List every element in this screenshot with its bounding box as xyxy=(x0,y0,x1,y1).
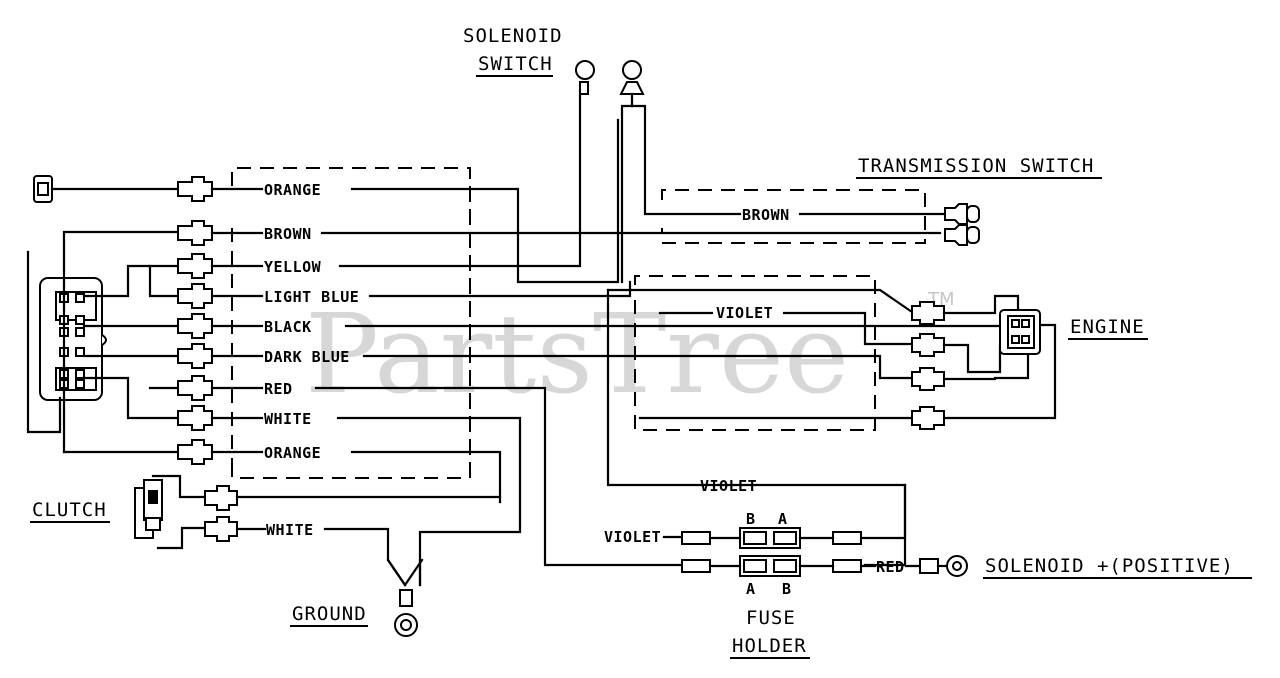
clutch-switch xyxy=(134,479,163,539)
engine-title: ENGINE xyxy=(1070,316,1145,338)
transmission-switch-title: TRANSMISSION SWITCH xyxy=(858,155,1094,177)
ground-terminal xyxy=(386,558,424,637)
wire-dark-blue: DARK BLUE xyxy=(264,348,350,366)
wire-white: WHITE xyxy=(264,410,312,428)
accessory-connector xyxy=(33,175,53,203)
fuse-bot-a: A xyxy=(746,580,756,598)
wire-orange-bottom: ORANGE xyxy=(264,444,321,462)
clutch-title: CLUTCH xyxy=(32,499,107,521)
watermark: PartsTree xyxy=(305,290,849,418)
solenoid-positive-terminal xyxy=(919,555,968,577)
ground-title: GROUND xyxy=(292,603,367,625)
solenoid-switch xyxy=(575,60,645,95)
violet-fuse-top-label: VIOLET xyxy=(700,477,757,495)
wire-brown: BROWN xyxy=(264,225,312,243)
engine-plugs xyxy=(911,301,945,430)
wire-orange-top: ORANGE xyxy=(264,181,321,199)
wire-black: BLACK xyxy=(264,318,312,336)
engine-connector xyxy=(999,309,1041,355)
fuse-bot-b: B xyxy=(782,580,792,598)
fuse-holder xyxy=(681,527,862,577)
red-fuse-label: RED xyxy=(876,558,905,576)
wire-light-blue: LIGHT BLUE xyxy=(264,288,359,306)
wire-yellow: YELLOW xyxy=(264,258,322,276)
wire-red: RED xyxy=(264,380,293,398)
clutch-white-label: WHITE xyxy=(266,521,314,539)
fuse-top-a: A xyxy=(778,510,788,528)
violet-fuse-left-label: VIOLET xyxy=(604,528,661,546)
trans-brown-label: BROWN xyxy=(742,206,790,224)
transmission-switch-connectors xyxy=(944,203,980,246)
terminal-plugs xyxy=(177,176,213,465)
fuse-holder-title-2: HOLDER xyxy=(732,635,807,657)
fuse-top-b: B xyxy=(746,510,756,528)
solenoid-switch-title-1: SOLENOID xyxy=(463,25,563,47)
fuse-holder-title-1: FUSE xyxy=(746,607,796,629)
solenoid-switch-title-2: SWITCH xyxy=(478,53,553,75)
solenoid-positive-title: SOLENOID +(POSITIVE) xyxy=(985,555,1234,577)
violet-engine-label: VIOLET xyxy=(716,304,773,322)
